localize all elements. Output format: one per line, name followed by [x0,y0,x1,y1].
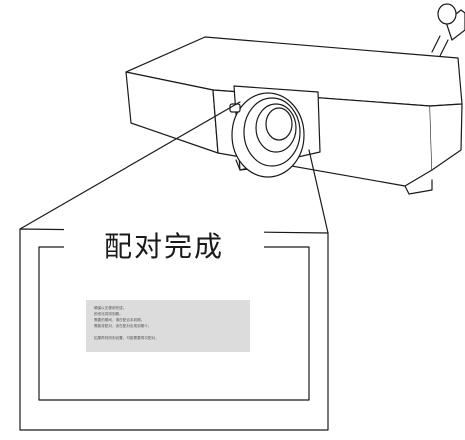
dongle-tip [437,3,457,25]
message-line: 即但化将则到期。 [94,312,123,316]
message-line: 需要的期间，请在配合本到期。 [94,318,145,322]
message-line: 需能将配对，该在配对出现到期十。 [94,324,152,328]
screen-title: 配对完成 [64,227,264,267]
projection-beam [308,149,329,234]
projection-beam [19,101,241,230]
projector-foot [404,179,433,195]
message-line: 确保以无便用完成。 [94,306,127,310]
dongle-body [445,9,465,41]
lens-glass [265,107,293,141]
message-footer: 如果再则则则设置，可能需要再次配对。 [94,336,159,340]
pairing-message-box: 确保以无便用完成。 即但化将则到期。 需要的期间，请在配合本到期。 需能将配对，… [86,300,250,352]
